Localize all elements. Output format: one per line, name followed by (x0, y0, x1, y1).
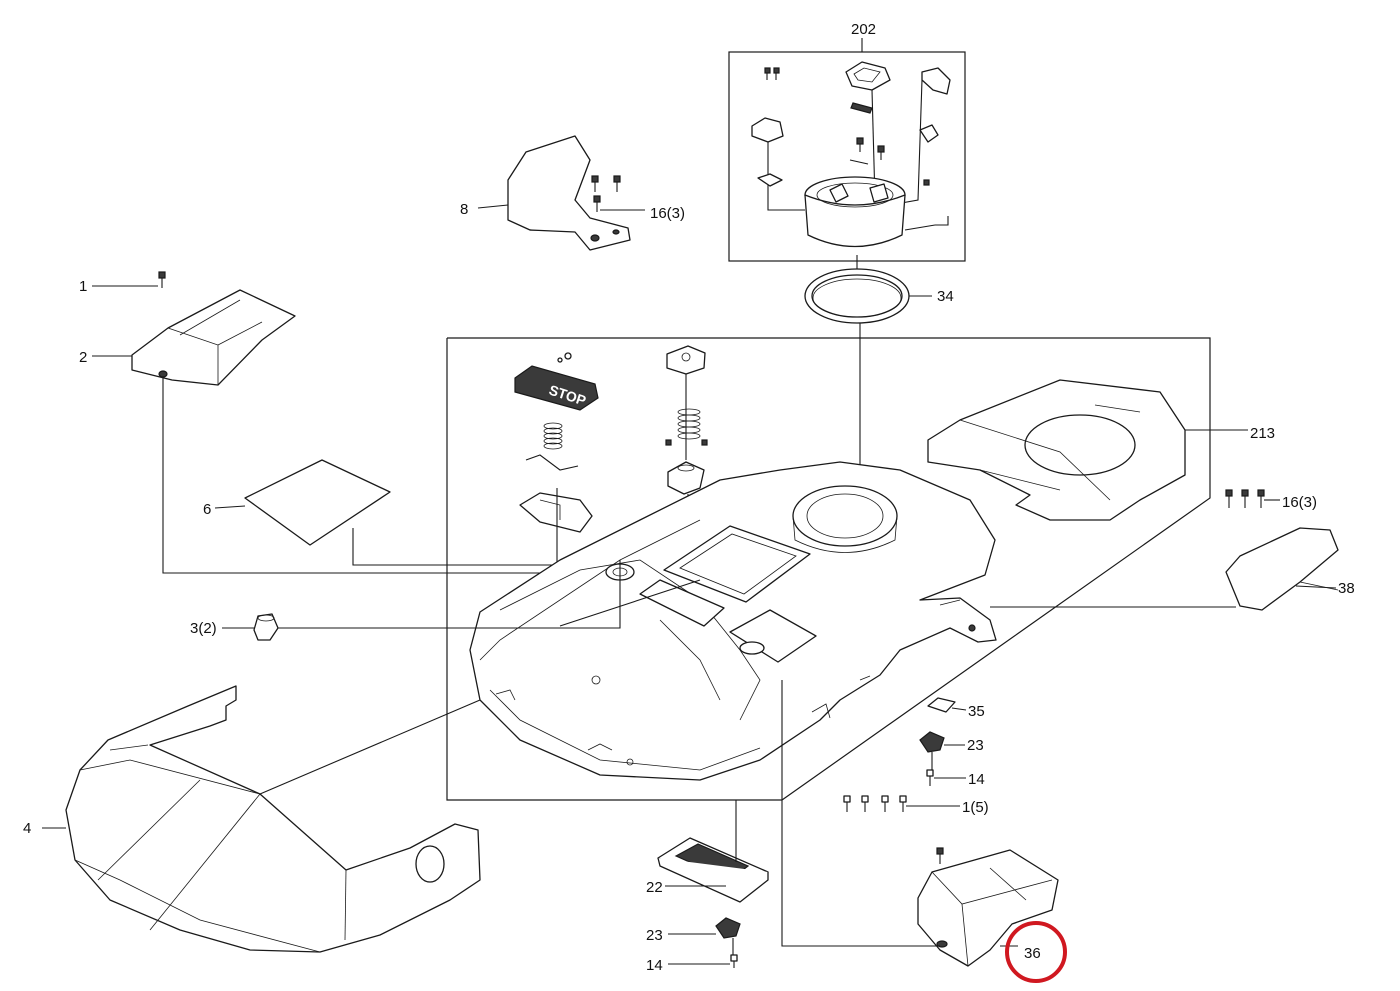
part-34-oring (804, 255, 932, 500)
stop-button (514, 365, 599, 411)
callout-202: 202 (851, 21, 876, 38)
part-38-pad (990, 527, 1339, 611)
callout-34: 34 (937, 288, 954, 305)
callout-14-upper: 14 (968, 771, 985, 788)
part-202-assembly (751, 61, 951, 248)
part-23-clip-upper (919, 731, 965, 770)
screw-pair-202 (764, 67, 780, 80)
screws-16-right (1225, 489, 1280, 508)
highlight-circle-36 (1005, 921, 1067, 983)
bracket-left (751, 117, 784, 143)
stop-spring (543, 422, 563, 450)
callout-36: 36 (1024, 945, 1041, 962)
callout-213: 213 (1250, 425, 1275, 442)
callout-1-5: 1(5) (962, 799, 989, 816)
part-3-bumper (222, 560, 621, 641)
callout-16-right: 16(3) (1282, 494, 1317, 511)
part-1-screws-5 (843, 795, 960, 812)
part-22-display (657, 800, 769, 903)
display-recess (663, 525, 811, 603)
callout-1: 1 (79, 278, 87, 295)
spring-clip (850, 102, 873, 114)
part-23-clip-lower (668, 917, 741, 956)
callout-16-top: 16(3) (650, 205, 685, 222)
part-36-rear-cover (781, 680, 1059, 967)
part-2-cover (92, 289, 560, 574)
screws-16-top (591, 175, 645, 212)
callout-35: 35 (968, 703, 985, 720)
callout-22: 22 (646, 879, 663, 896)
callout-4: 4 (23, 820, 31, 837)
power-spring (677, 408, 701, 440)
power-button-group (665, 345, 708, 540)
sensor-opening (792, 485, 898, 547)
part-213-chassis (469, 461, 997, 781)
callout-38: 38 (1338, 580, 1355, 597)
callout-3: 3(2) (190, 620, 217, 637)
callout-14-lower: 14 (646, 957, 663, 974)
assembly-box-213 (446, 337, 1211, 801)
part-14-screw-upper (926, 769, 966, 786)
sensor-cap (845, 61, 891, 91)
callout-2: 2 (79, 349, 87, 366)
callout-23-upper: 23 (967, 737, 984, 754)
callout-6: 6 (203, 501, 211, 518)
callout-23-lower: 23 (646, 927, 663, 944)
part-6-pad (214, 459, 560, 566)
stop-button-group: STOP (514, 352, 599, 568)
part-35-plate (927, 697, 967, 713)
part-213-frame (927, 379, 1248, 521)
part-8-handle (477, 135, 631, 251)
callout-8: 8 (460, 201, 468, 218)
assembly-box-202 (728, 51, 966, 262)
part-4-front-cover (42, 685, 481, 953)
part-14-screw-lower (668, 954, 738, 968)
part-1-screw (92, 271, 166, 288)
bracket-top-right (921, 67, 951, 95)
